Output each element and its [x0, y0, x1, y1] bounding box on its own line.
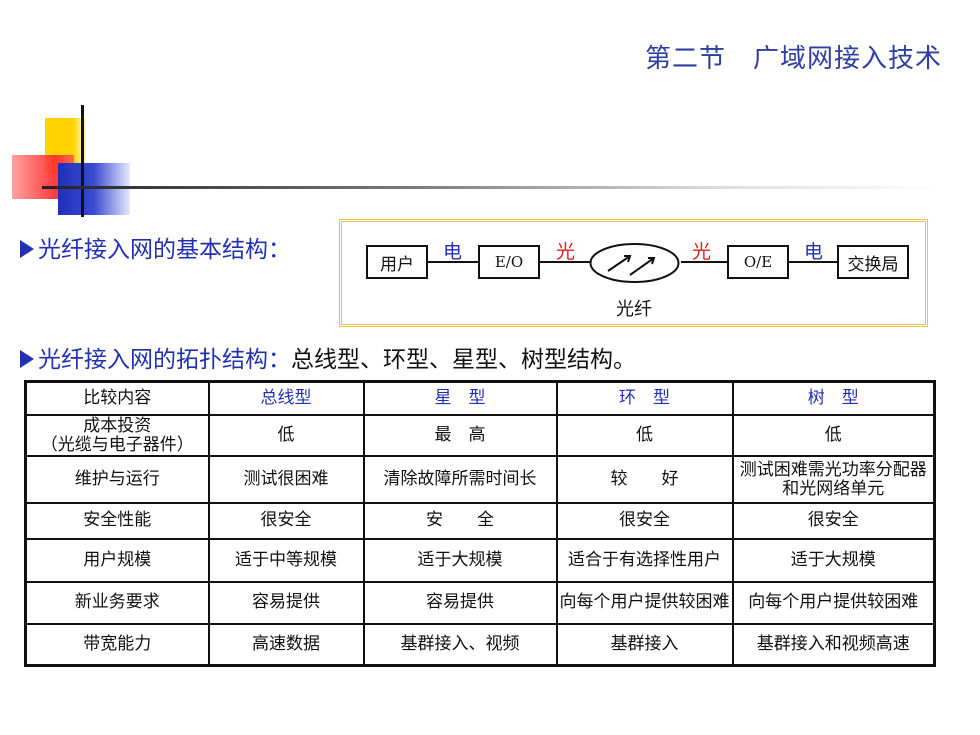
wire-2 [540, 261, 590, 263]
bullet-arrow-icon [20, 240, 34, 258]
table-cell: 新业务要求 [24, 580, 210, 626]
node-user: 用户 [366, 245, 428, 279]
table-cell: 适于大规模 [731, 538, 936, 583]
node-oe-converter: O/E [727, 245, 789, 279]
table-cell: 很安全 [731, 501, 936, 541]
bullet-topology-label: 光纤接入网的拓扑结构： [38, 347, 291, 373]
table-cell: 很安全 [207, 501, 365, 541]
topology-comparison-table: 比较内容 总线型 星 型 环 型 树 型 成本投资 （光缆与电子器件） 低 最 … [24, 380, 936, 667]
table-cell: 低 [731, 413, 936, 458]
wire-4 [789, 261, 837, 263]
table-cell: 容易提供 [207, 580, 365, 626]
table-header-cell: 环 型 [555, 380, 734, 416]
bullet-topology-value: 总线型、环型、星型、树型结构。 [291, 347, 636, 373]
table-row: 用户规模 适于中等规模 适于大规模 适合于有选择性用户 适于大规模 [24, 538, 936, 583]
table-cell: 测试困难需光功率分配器和光网络单元 [731, 455, 936, 504]
table-header-cell: 树 型 [731, 380, 936, 416]
table-header-row: 比较内容 总线型 星 型 环 型 树 型 [24, 380, 936, 416]
table-row: 维护与运行 测试很困难 清除故障所需时间长 较 好 测试困难需光功率分配器和光网… [24, 455, 936, 504]
fiber-caption: 光纤 [616, 299, 652, 320]
table-cell: 安全性能 [24, 501, 210, 541]
table-cell: 带宽能力 [24, 623, 210, 667]
label-optical-left: 光 [556, 241, 576, 263]
table-row: 带宽能力 高速数据 基群接入、视频 基群接入 基群接入和视频高速 [24, 623, 936, 667]
table-cell: 基群接入和视频高速 [731, 623, 936, 667]
table-cell: 基群接入、视频 [362, 623, 558, 667]
table-cell: 容易提供 [362, 580, 558, 626]
table-header-cell: 星 型 [362, 380, 558, 416]
decoration-blue-square [58, 163, 130, 215]
table-row: 新业务要求 容易提供 容易提供 向每个用户提供较困难 向每个用户提供较困难 [24, 580, 936, 626]
table-cell: 适于中等规模 [207, 538, 365, 583]
decoration-vertical-line [81, 105, 84, 217]
table-cell: 适合于有选择性用户 [555, 538, 734, 583]
table-cell: 低 [555, 413, 734, 458]
node-exchange: 交换局 [837, 245, 909, 279]
fiber-structure-diagram: 用户 电 E/O 光 光 O/E 电 交换局 光纤 [339, 219, 928, 327]
table-cell: 用户规模 [24, 538, 210, 583]
wire-1 [428, 261, 478, 263]
wire-3 [681, 261, 727, 263]
label-electric-right: 电 [804, 241, 824, 263]
label-electric-left: 电 [443, 241, 463, 263]
table-cell: 测试很困难 [207, 455, 365, 504]
page-title: 第二节 广域网接入技术 [644, 44, 942, 74]
fiber-ellipse-icon [589, 243, 680, 283]
bullet-basic-structure-text: 光纤接入网的基本结构： [38, 237, 291, 263]
table-cell: 向每个用户提供较困难 [731, 580, 936, 626]
table-row: 成本投资 （光缆与电子器件） 低 最 高 低 低 [24, 413, 936, 458]
label-optical-right: 光 [692, 241, 712, 263]
node-eo-converter: E/O [478, 245, 540, 279]
bullet-arrow-icon [20, 350, 34, 368]
table-cell: 低 [207, 413, 365, 458]
bullet-basic-structure: 光纤接入网的基本结构： [20, 230, 291, 264]
table-header-cell: 比较内容 [24, 380, 210, 416]
table-row: 安全性能 很安全 安 全 很安全 很安全 [24, 501, 936, 541]
table-cell: 基群接入 [555, 623, 734, 667]
table-cell: 维护与运行 [24, 455, 210, 504]
table-cell: 高速数据 [207, 623, 365, 667]
table-cell: 成本投资 （光缆与电子器件） [24, 413, 210, 458]
table-cell: 适于大规模 [362, 538, 558, 583]
table-cell: 向每个用户提供较困难 [555, 580, 734, 626]
table-cell: 较 好 [555, 455, 734, 504]
bullet-topology: 光纤接入网的拓扑结构：总线型、环型、星型、树型结构。 [20, 340, 636, 374]
table-cell: 清除故障所需时间长 [362, 455, 558, 504]
table-header-cell: 总线型 [207, 380, 365, 416]
table-cell: 很安全 [555, 501, 734, 541]
table-cell: 最 高 [362, 413, 558, 458]
table-cell: 安 全 [362, 501, 558, 541]
decoration-horizontal-line [42, 186, 942, 189]
